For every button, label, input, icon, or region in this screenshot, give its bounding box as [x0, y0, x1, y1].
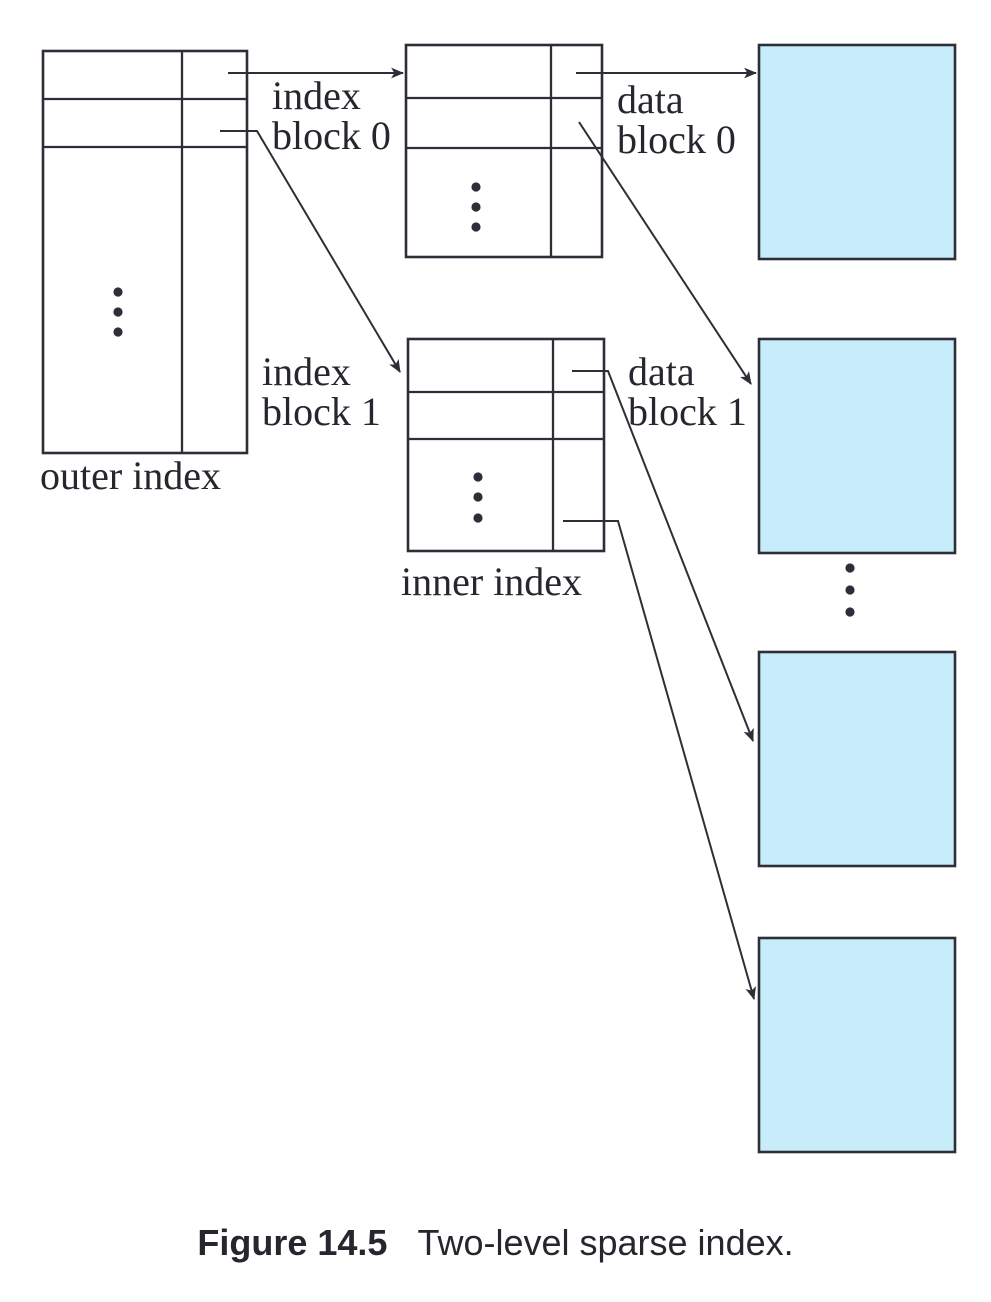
arrow-index-block-1-to-data-block-2 [572, 370, 754, 743]
label-line: block 1 [628, 389, 747, 434]
figure-caption: Figure 14.5 Two-level sparse index. [0, 1222, 991, 1264]
dot [113, 327, 123, 337]
data-block-2-rect [757, 650, 957, 868]
index-block-1-rect [406, 337, 606, 553]
dot [473, 472, 483, 482]
ellipsis-dots-index-block-1 [473, 472, 483, 523]
outer-index-box [41, 49, 249, 455]
dot [845, 607, 855, 617]
index-block-0-box [404, 43, 604, 259]
figure-caption-text: Two-level sparse index. [417, 1222, 794, 1263]
dot [845, 563, 855, 573]
ellipsis-dots-index-block-0 [471, 182, 481, 232]
dot [473, 513, 483, 523]
outer-index-rect [41, 49, 249, 455]
label-line: data [617, 77, 684, 122]
label-inner-index: inner index [401, 562, 582, 602]
dot [471, 222, 481, 232]
label-outer-index: outer index [40, 456, 221, 496]
label-index-block-1: index block 1 [262, 352, 381, 432]
data-block-0-rect [757, 43, 957, 261]
label-data-block-0: data block 0 [617, 80, 736, 160]
dot [473, 492, 483, 502]
dot [845, 585, 855, 595]
label-index-block-0: index block 0 [272, 76, 391, 156]
dot [113, 307, 123, 317]
index-block-1-box [406, 337, 606, 553]
label-line: data [628, 349, 695, 394]
figure-caption-number: Figure 14.5 [197, 1222, 388, 1263]
label-line: index [272, 73, 361, 118]
arrow-index-block-1-to-data-block-3 [563, 520, 756, 1001]
data-block-3-rect [757, 936, 957, 1154]
label-line: inner index [401, 559, 583, 604]
dot [471, 182, 481, 192]
arrow-outer-to-index-block-1 [220, 130, 401, 373]
ellipsis-dots-data-blocks [845, 563, 855, 617]
ellipsis-dots-outer-index [113, 287, 123, 337]
label-line: block 1 [262, 389, 381, 434]
dot [113, 287, 123, 297]
label-line: outer index [40, 453, 222, 498]
index-block-0-rect [404, 43, 604, 259]
label-data-block-1: data block 1 [628, 352, 747, 432]
data-block-1-rect [757, 337, 957, 555]
label-line: block 0 [617, 117, 736, 162]
label-line: index [262, 349, 351, 394]
label-line: block 0 [272, 113, 391, 158]
dot [471, 202, 481, 212]
arrow-index-block-0-to-data-block-1 [578, 121, 752, 385]
